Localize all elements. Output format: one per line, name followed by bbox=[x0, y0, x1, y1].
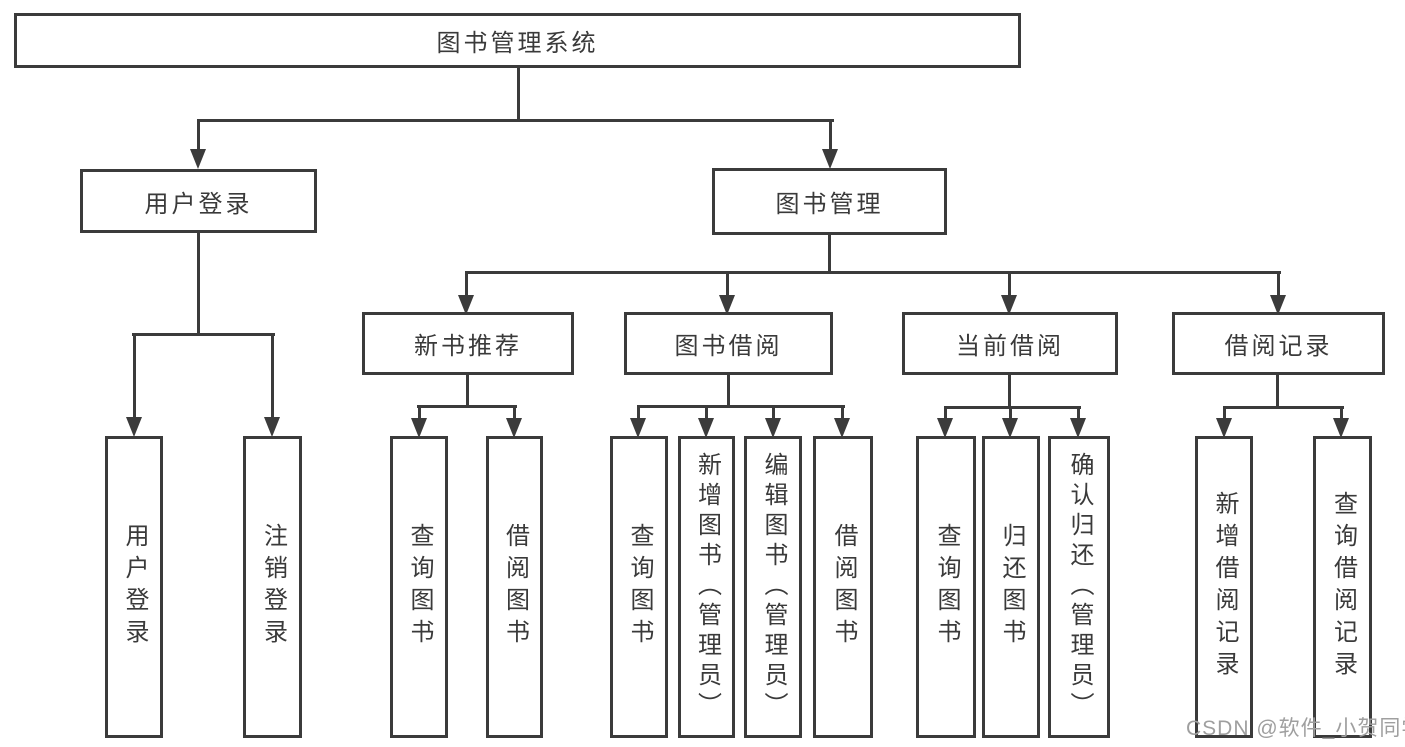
arrow-to-book-management bbox=[822, 122, 838, 169]
arrow-to-query-borrow-record bbox=[1333, 408, 1349, 438]
connector-current-borrow-bus bbox=[944, 406, 1081, 409]
arrow-to-return-books bbox=[1002, 408, 1018, 438]
node-label: 借阅图书 bbox=[830, 523, 857, 651]
node-leaf-return-books: 归还图书 bbox=[982, 436, 1040, 738]
node-label: 图书管理 bbox=[775, 191, 884, 218]
node-label: 查询图书 bbox=[933, 523, 960, 651]
connector-book-borrow-stub bbox=[727, 375, 730, 407]
node-borrowing-records: 借阅记录 bbox=[1172, 312, 1385, 375]
node-book-management: 图书管理 bbox=[712, 168, 947, 235]
node-label: 用户登录 bbox=[144, 190, 253, 218]
node-library-management-system: 图书管理系统 bbox=[14, 13, 1021, 68]
arrow-to-borrow-books-2 bbox=[834, 408, 850, 438]
node-label: 新增图书（管理员） bbox=[693, 452, 721, 722]
connector-user-login-stub bbox=[197, 232, 200, 335]
node-user-login: 用户登录 bbox=[80, 169, 317, 233]
connector-book-management-bus bbox=[465, 271, 1281, 274]
connector-borrow-record-bus bbox=[1223, 406, 1344, 409]
node-label: 注销登录 bbox=[259, 523, 287, 651]
arrow-to-login-leaf bbox=[126, 336, 142, 437]
node-leaf-query-books-3: 查询图书 bbox=[916, 436, 976, 738]
arrow-to-book-borrow bbox=[719, 274, 735, 315]
node-leaf-query-books-1: 查询图书 bbox=[390, 436, 448, 738]
node-leaf-edit-books-admin: 编辑图书（管理员） bbox=[744, 436, 802, 738]
node-current-borrowing: 当前借阅 bbox=[902, 312, 1118, 375]
node-leaf-borrow-books-1: 借阅图书 bbox=[486, 436, 543, 738]
connector-root-stub bbox=[517, 67, 520, 120]
connector-borrow-record-stub bbox=[1276, 375, 1279, 408]
node-label: 借阅记录 bbox=[1224, 333, 1333, 360]
node-leaf-borrow-books-2: 借阅图书 bbox=[813, 436, 873, 738]
node-new-book-recommendation: 新书推荐 bbox=[362, 312, 574, 375]
connector-new-book-rec-bus bbox=[417, 405, 517, 408]
arrow-to-logout-leaf bbox=[264, 336, 280, 437]
node-label: 图书管理系统 bbox=[436, 30, 599, 57]
connector-current-borrow-stub bbox=[1008, 375, 1011, 408]
node-label: 新增借阅记录 bbox=[1211, 491, 1238, 683]
connector-root-bus bbox=[197, 119, 834, 122]
arrow-to-user-login bbox=[190, 122, 206, 169]
node-leaf-query-books-2: 查询图书 bbox=[610, 436, 668, 738]
arrow-to-borrow-books-1 bbox=[506, 408, 522, 438]
node-leaf-add-borrow-record: 新增借阅记录 bbox=[1195, 436, 1253, 738]
connector-book-management-stub bbox=[828, 235, 831, 274]
arrow-to-query-books-3 bbox=[937, 408, 953, 438]
node-leaf-add-books-admin: 新增图书（管理员） bbox=[678, 436, 735, 738]
node-label: 用户登录 bbox=[121, 523, 148, 651]
node-label: 查询借阅记录 bbox=[1329, 491, 1357, 683]
node-leaf-query-borrow-record: 查询借阅记录 bbox=[1313, 436, 1372, 738]
node-label: 确认归还（管理员） bbox=[1066, 452, 1093, 722]
arrow-to-borrow-record bbox=[1270, 274, 1286, 315]
node-leaf-logout: 注销登录 bbox=[243, 436, 302, 738]
arrow-to-new-book-rec bbox=[458, 274, 474, 315]
node-leaf-confirm-return-admin: 确认归还（管理员） bbox=[1048, 436, 1110, 738]
node-label: 归还图书 bbox=[998, 523, 1025, 651]
arrow-to-add-books-admin bbox=[698, 408, 714, 438]
node-label: 借阅图书 bbox=[501, 523, 529, 651]
node-label: 编辑图书（管理员） bbox=[760, 452, 787, 722]
arrow-to-add-borrow-record bbox=[1216, 408, 1232, 438]
connector-book-borrow-bus bbox=[637, 405, 845, 408]
connector-user-login-bus bbox=[132, 333, 275, 336]
node-leaf-user-login: 用户登录 bbox=[105, 436, 163, 738]
arrow-to-confirm-return-admin bbox=[1070, 408, 1086, 438]
node-label: 当前借阅 bbox=[956, 333, 1064, 360]
node-label: 查询图书 bbox=[626, 523, 653, 651]
csdn-watermark: CSDN @软件_小贺同学 bbox=[1186, 717, 1405, 740]
arrow-to-edit-books-admin bbox=[765, 408, 781, 438]
arrow-to-query-books-1 bbox=[411, 408, 427, 438]
node-label: 新书推荐 bbox=[414, 333, 522, 360]
node-book-borrowing: 图书借阅 bbox=[624, 312, 833, 375]
connector-new-book-rec-stub bbox=[466, 375, 469, 407]
arrow-to-current-borrow bbox=[1001, 274, 1017, 315]
arrow-to-query-books-2 bbox=[630, 408, 646, 438]
node-label: 查询图书 bbox=[406, 523, 433, 651]
node-label: 图书借阅 bbox=[674, 333, 783, 360]
